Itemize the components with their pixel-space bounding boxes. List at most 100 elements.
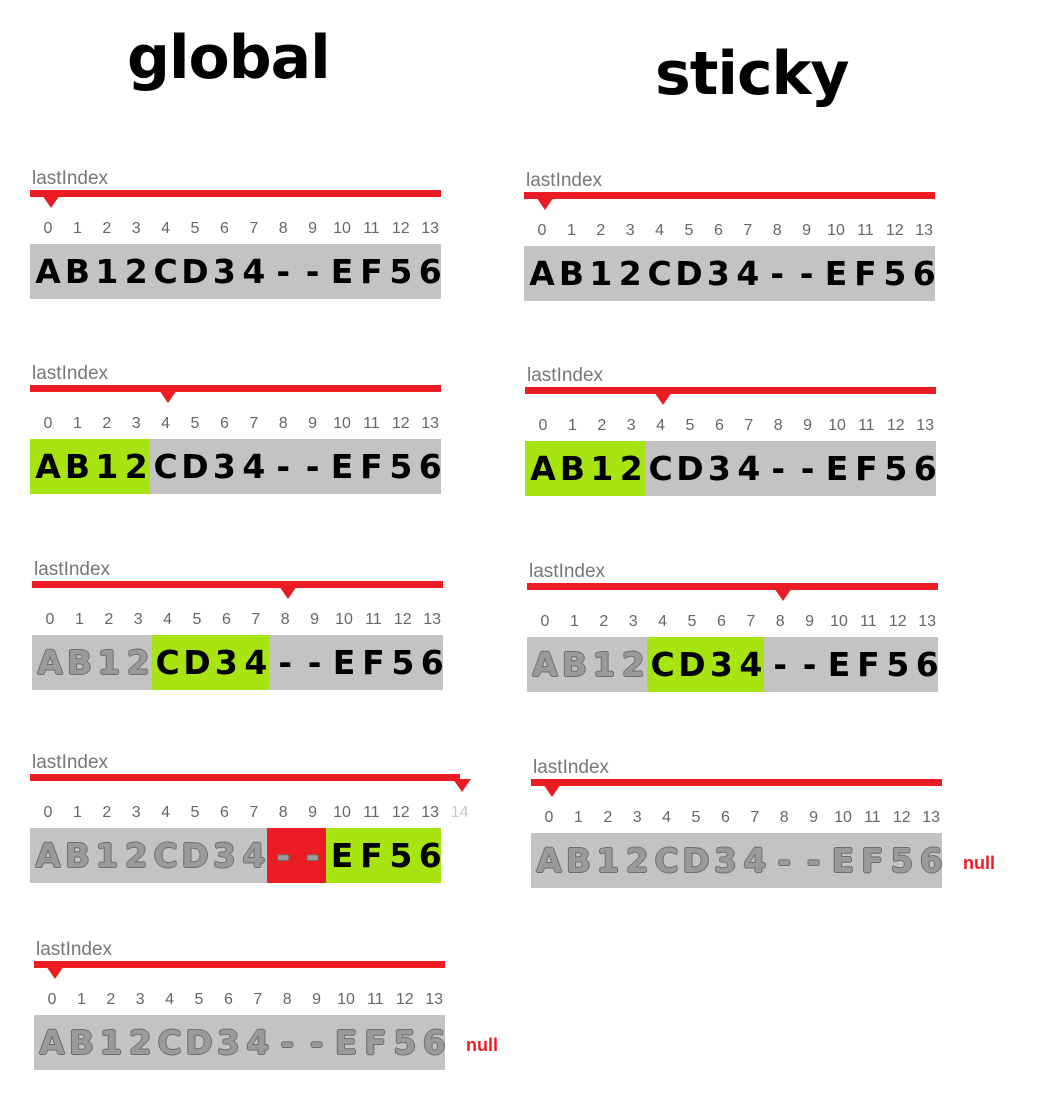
index-label: 2 [102,804,112,821]
index-label: 11 [860,613,877,630]
string-char: D [682,841,710,880]
string-char: B [559,449,585,488]
string-char: B [64,252,90,291]
string-char: - [280,1023,295,1062]
string-char: 2 [128,1023,152,1062]
lastindex-pointer [159,390,178,403]
index-label: 5 [190,804,200,821]
lastindex-track [525,387,936,394]
string-char: 6 [418,252,442,291]
string-char: 3 [212,447,236,486]
lastindex-track [531,779,942,786]
index-label: 1 [566,222,576,239]
index-label: 10 [828,417,846,434]
string-char: 3 [709,645,733,684]
lastindex-label: lastIndex [32,168,109,189]
index-label: 9 [802,222,812,239]
index-label: 12 [885,222,904,239]
index-label: 10 [335,611,353,628]
index-label: 7 [743,222,753,239]
index-label: 2 [102,415,112,432]
index-label: 2 [106,991,116,1008]
string-char: 2 [126,643,150,682]
index-label: 9 [803,417,813,434]
index-label: 3 [632,809,642,826]
null-result: null [963,853,995,873]
lastindex-pointer [654,392,673,405]
string-char: E [330,252,354,291]
lastindex-track [30,385,441,392]
index-label: 13 [425,991,444,1008]
index-label: 9 [310,611,320,628]
string-char: D [181,447,209,486]
lastindex-track [524,192,935,199]
string-char: E [831,841,855,880]
index-label: 1 [573,809,583,826]
string-char: 3 [713,841,737,880]
lastindex-pointer [45,966,64,979]
lastindex-track [30,774,460,781]
string-char: A [536,841,562,880]
string-char: - [276,447,291,486]
index-label: 10 [834,809,852,826]
string-char: C [155,643,180,682]
string-char: 6 [420,643,444,682]
index-label: 0 [45,611,55,628]
string-char: D [678,645,706,684]
index-label: 3 [131,220,141,237]
string-char: - [771,449,786,488]
index-label: 6 [716,613,726,630]
string-char: 2 [124,836,148,875]
index-label: 9 [809,809,819,826]
index-label: 13 [918,613,937,630]
string-char: C [647,254,672,293]
string-char: B [64,447,90,486]
string-char: E [824,254,848,293]
lastindex-track [527,583,938,590]
index-label: 6 [223,991,233,1008]
string-char: 1 [97,643,121,682]
string-char: 1 [589,254,613,293]
index-label: 3 [131,804,141,821]
string-char: C [153,252,178,291]
string-char: 2 [625,841,649,880]
lastindex-pointer [278,586,297,599]
index-label: 12 [892,809,911,826]
lastindex-label: lastIndex [32,363,109,384]
string-char: 5 [389,836,413,875]
index-label: 11 [857,222,874,239]
index-label: 3 [131,415,141,432]
string-char: 4 [739,645,763,684]
match-highlight [646,637,765,692]
lastindex-label: lastIndex [34,559,111,580]
string-char: A [530,449,556,488]
index-label: 1 [72,804,82,821]
string-char: - [799,254,814,293]
index-label: 9 [312,991,322,1008]
string-char: 4 [736,254,760,293]
string-char: B [561,645,587,684]
index-label: 10 [830,613,848,630]
lastindex-label: lastIndex [529,561,606,582]
index-label: 1 [567,417,577,434]
string-char: - [305,252,320,291]
index-label: 5 [190,220,200,237]
match-highlight [151,635,270,690]
index-label: 13 [421,804,440,821]
index-label: 4 [161,804,171,821]
index-label: 8 [280,611,290,628]
string-char: E [334,1023,358,1062]
string-char: F [861,841,884,880]
index-label: 7 [746,613,756,630]
lastindex-pointer [542,784,561,797]
string-char: - [307,643,322,682]
index-label: 6 [221,611,231,628]
index-label: 0 [540,613,550,630]
index-label: 8 [779,809,789,826]
